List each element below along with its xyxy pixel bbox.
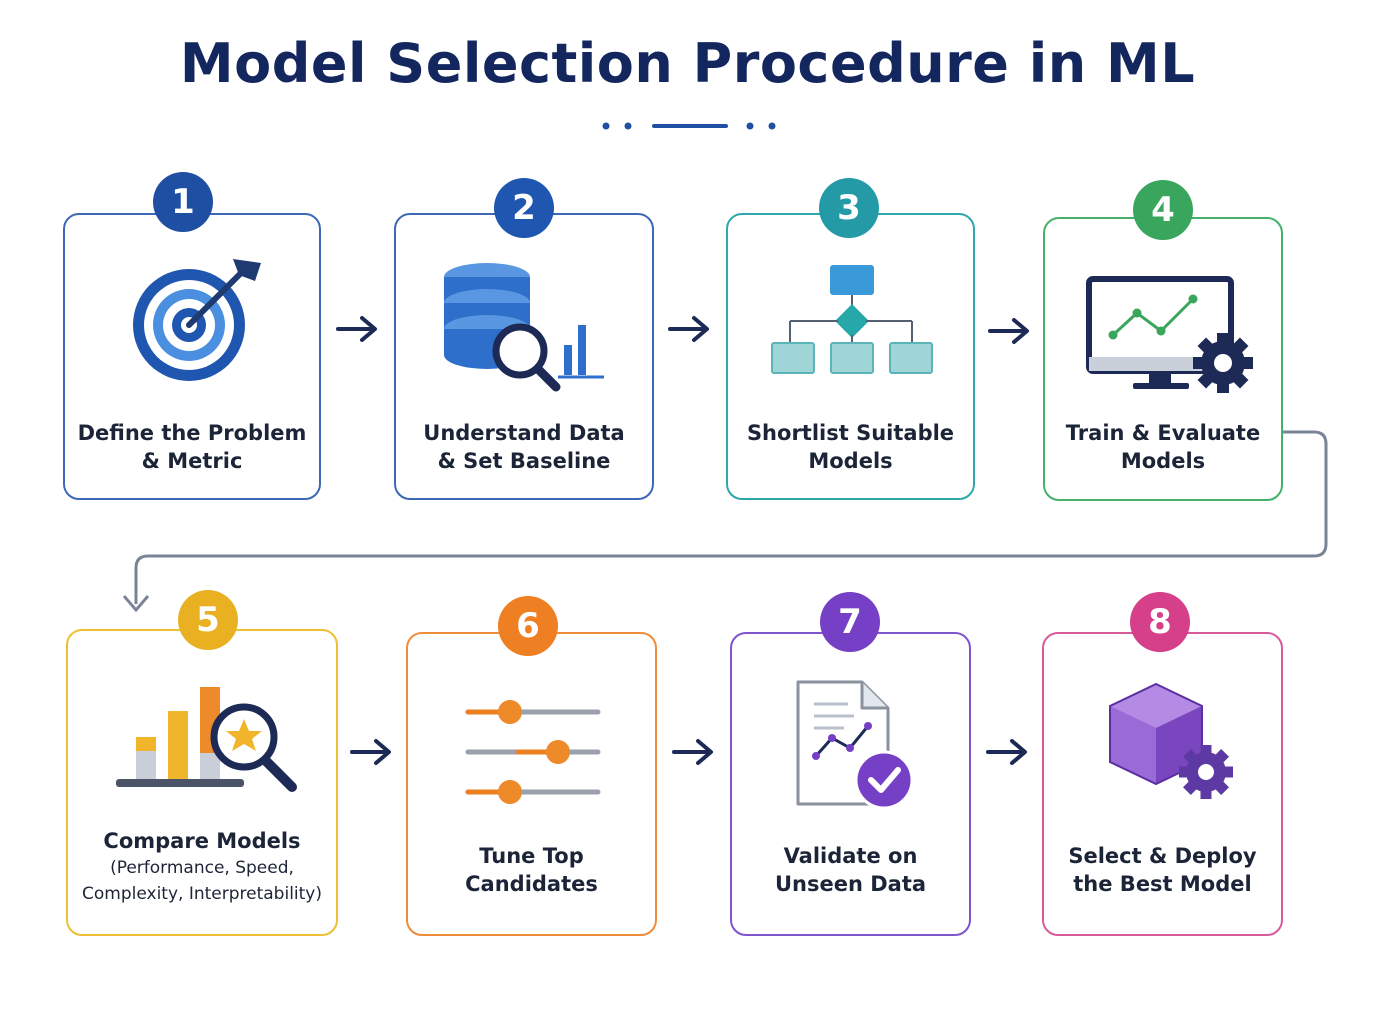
chart-magnifier-icon: [116, 687, 297, 792]
arrow-right-icon: [350, 739, 391, 765]
step-card-7: Validate on Unseen Data: [730, 632, 971, 936]
step-4-subtitle: Models: [1120, 449, 1206, 473]
step-5-detail-line1: (Performance, Speed,: [110, 858, 294, 878]
arrow-right-icon: [668, 316, 709, 342]
step-badge-4: 4: [1133, 180, 1193, 240]
arrow-right-icon: [672, 739, 713, 765]
step-badge-8: 8: [1130, 592, 1190, 652]
step-card-6: Tune Top Candidates: [406, 632, 657, 936]
step-card-8: Select & Deploy the Best Model: [1042, 632, 1283, 936]
cube-gear-icon: [1109, 682, 1233, 799]
sliders-icon: [465, 700, 601, 804]
step-card-1: Define the Problem & Metric: [63, 213, 321, 500]
step-badge-6: 6: [498, 596, 558, 656]
step-5-detail-line2: Complexity, Interpretability): [82, 884, 322, 904]
step-badge-7: 7: [820, 592, 880, 652]
step-3-subtitle: Models: [808, 449, 893, 473]
step-badge-5: 5: [178, 590, 238, 650]
title-divider: [602, 122, 776, 130]
arrow-right-icon: [988, 318, 1029, 344]
step-2-subtitle: & Set Baseline: [437, 449, 611, 473]
target-icon: [133, 259, 261, 381]
document-check-icon: [796, 680, 914, 810]
step-badge-3: 3: [819, 178, 879, 238]
step-8-subtitle: the Best Model: [1073, 872, 1252, 896]
step-6-title: Tune Top: [479, 844, 584, 868]
step-card-5: Compare Models (Performance, Speed, Comp…: [66, 629, 338, 936]
model-tree-icon: [771, 265, 933, 374]
page-title: Model Selection Procedure in ML: [179, 32, 1196, 95]
arrow-right-icon: [986, 739, 1027, 765]
step-1-subtitle: & Metric: [141, 449, 243, 473]
step-8-title: Select & Deploy: [1068, 844, 1257, 868]
step-5-title: Compare Models: [103, 829, 301, 853]
step-4-title: Train & Evaluate: [1065, 421, 1261, 445]
step-1-title: Define the Problem: [77, 421, 307, 445]
step-2-title: Understand Data: [423, 421, 625, 445]
step-7-title: Validate on: [783, 844, 918, 868]
step-7-subtitle: Unseen Data: [774, 872, 927, 896]
step-badge-2: 2: [494, 178, 554, 238]
arrow-right-icon: [336, 316, 377, 342]
step-card-4: Train & Evaluate Models: [1043, 217, 1283, 501]
monitor-gear-icon: [1086, 276, 1253, 393]
step-card-2: Understand Data & Set Baseline: [394, 213, 654, 500]
database-search-icon: [444, 263, 604, 392]
step-6-subtitle: Candidates: [465, 872, 598, 896]
step-badge-1: 1: [153, 172, 213, 232]
step-3-title: Shortlist Suitable: [746, 421, 955, 445]
step-card-3: Shortlist Suitable Models: [726, 213, 975, 500]
